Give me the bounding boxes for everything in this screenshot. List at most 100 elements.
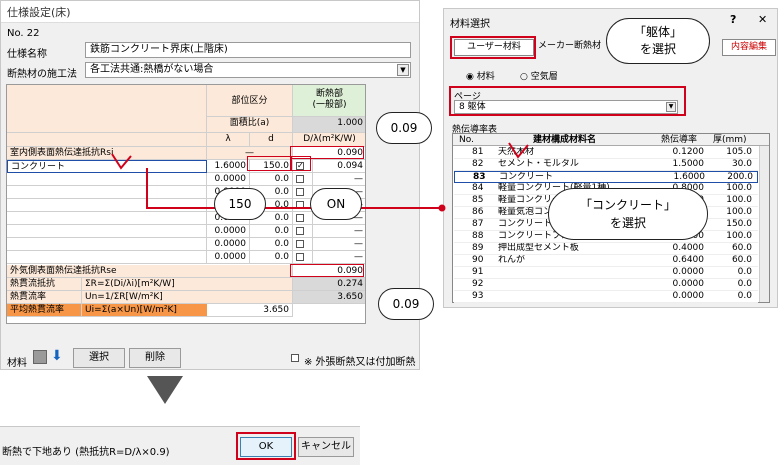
empty-row-name[interactable]	[7, 251, 207, 264]
col-conductivity: 熱伝導率	[661, 135, 698, 145]
empty-row-lambda[interactable]: 0.0000	[207, 251, 250, 264]
rsi-value: 0.090	[293, 147, 365, 160]
checkbox-box	[296, 213, 304, 222]
table-title: 熱伝導率表	[452, 125, 498, 135]
empty-row-checkbox[interactable]	[293, 173, 313, 186]
row-thickness: 150.0	[726, 219, 752, 229]
empty-row-checkbox[interactable]	[293, 186, 313, 199]
select-button[interactable]: 選択	[73, 348, 125, 368]
concrete-row-name[interactable]: コンクリート	[7, 160, 207, 173]
page-label: ページ	[454, 92, 481, 102]
concrete-thickness-input[interactable]: 150.0	[250, 160, 293, 173]
grid-header-area-value: 1.000	[293, 117, 365, 133]
empty-row-checkbox[interactable]	[293, 225, 313, 238]
chevron-down-icon: ▼	[666, 102, 676, 112]
empty-row-checkbox[interactable]	[293, 212, 313, 225]
delete-button[interactable]: 削除	[129, 348, 181, 368]
empty-row-checkbox[interactable]	[293, 238, 313, 251]
thickness-highlight	[247, 156, 291, 171]
cancel-button[interactable]: キャンセル	[298, 437, 354, 457]
spec-number: No. 22	[7, 28, 40, 39]
row-name: 天然木材	[498, 147, 535, 157]
checkbox-box	[296, 187, 304, 196]
grid-header-blank	[7, 85, 207, 133]
empty-row-d[interactable]: 0.0	[250, 173, 293, 186]
method-label: 断熱材の施工法	[7, 69, 77, 80]
row-thickness: 100.0	[726, 195, 752, 205]
empty-row-name[interactable]	[7, 173, 207, 186]
row-thickness: 100.0	[726, 231, 752, 241]
grid-header-d: d	[250, 133, 293, 147]
empty-row-name[interactable]	[7, 238, 207, 251]
empty-row-d[interactable]: 0.0	[250, 212, 293, 225]
row-no: 85	[472, 195, 484, 205]
empty-row-lambda[interactable]: 0.0000	[207, 173, 250, 186]
empty-row-d[interactable]: 0.0	[250, 186, 293, 199]
row-name: セメント・モルタル	[498, 159, 579, 169]
empty-row-lambda[interactable]: 0.0000	[207, 238, 250, 251]
radio-unselected-icon: ○	[520, 72, 528, 82]
empty-row-value: —	[313, 225, 365, 238]
callout-rsi: 0.09	[376, 112, 432, 144]
concrete-lambda[interactable]: 1.6000	[207, 160, 250, 173]
concrete-checkbox[interactable]: ✓	[293, 160, 313, 173]
dialog-title: 仕様設定(床)	[1, 1, 419, 23]
empty-row-name[interactable]	[7, 225, 207, 238]
row-thickness: 60.0	[731, 243, 752, 253]
outer-insul-checkbox[interactable]	[291, 353, 299, 364]
sum-value: 0.274	[293, 278, 365, 291]
page-select-value: 8 躯体	[459, 102, 486, 112]
row-thickness: 0.0	[737, 279, 752, 289]
empty-row-d[interactable]: 0.0	[250, 251, 293, 264]
material-color-swatch[interactable]	[33, 350, 47, 364]
page-select[interactable]: 8 躯体 ▼	[454, 100, 678, 114]
empty-row-d[interactable]: 0.0	[250, 225, 293, 238]
ok-button[interactable]: OK	[240, 437, 292, 457]
empty-row-lambda[interactable]: 0.0000	[207, 225, 250, 238]
close-icon[interactable]: ✕	[758, 13, 768, 26]
row-no: 82	[472, 159, 484, 169]
bottom-bar: 断熱で下地あり (熱抵抗R=D/λ×0.9) OK キャンセル	[0, 426, 360, 465]
empty-row-value: —	[313, 238, 365, 251]
spec-name-input[interactable]: 鉄筋コンクリート界床(上階床)	[85, 42, 411, 58]
callout-kutai: 「躯体」 を選択	[606, 18, 710, 64]
row-no: 91	[472, 267, 484, 277]
row-thickness: 60.0	[731, 255, 752, 265]
empty-row-name[interactable]	[7, 212, 207, 225]
empty-row-checkbox[interactable]	[293, 251, 313, 264]
outer-insul-note: ※ 外張断熱又は付加断熱	[304, 357, 416, 368]
method-select[interactable]: 各工法共通:熱橋がない場合 ▼	[85, 62, 411, 78]
table-scrollbar[interactable]	[759, 146, 769, 302]
row-conductivity: 0.0000	[672, 267, 705, 277]
rse-highlight	[290, 264, 364, 277]
radio-material[interactable]: ◉ 材料	[466, 69, 495, 82]
empty-row-d[interactable]: 0.0	[250, 199, 293, 212]
row-thickness: 0.0	[737, 291, 752, 301]
connector-dot	[438, 204, 446, 212]
checkmark-annotation-right	[508, 142, 529, 159]
edit-contents-button[interactable]: 内容編集	[722, 39, 776, 56]
radio-air-label: 空気層	[530, 72, 558, 82]
tab-user-materials[interactable]: ユーザー材料	[454, 39, 534, 56]
rse-label: 外気側表面熱伝達抵抗Rse	[7, 265, 293, 278]
radio-selected-icon: ◉	[466, 72, 474, 82]
tab-maker-insulation[interactable]: メーカー断熱材	[538, 41, 602, 51]
empty-row-name[interactable]	[7, 186, 207, 199]
empty-row-name[interactable]	[7, 199, 207, 212]
radio-air-layer[interactable]: ○ 空気層	[520, 69, 558, 82]
arrow-down-icon[interactable]: ⬇	[51, 348, 63, 364]
row-no: 83	[473, 172, 486, 182]
sum-formula: ΣR=Σ(Di/λi)[m²K/W]	[82, 278, 293, 291]
spec-settings-dialog: 仕様設定(床) No. 22 仕様名称 鉄筋コンクリート界床(上階床) 断熱材の…	[0, 0, 420, 370]
page-select-highlight	[449, 86, 686, 116]
empty-row-d[interactable]: 0.0	[250, 238, 293, 251]
help-icon[interactable]: ?	[730, 13, 737, 26]
